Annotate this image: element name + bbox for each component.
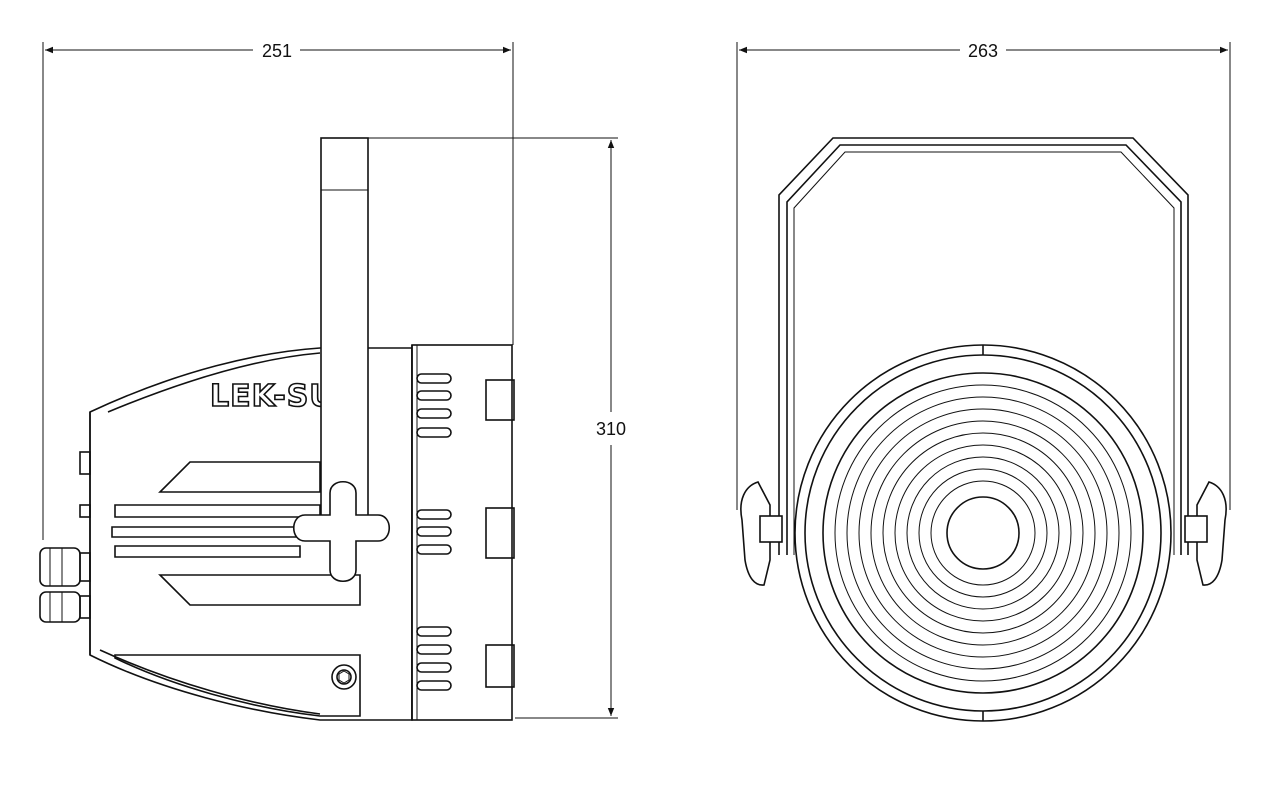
lens-housing xyxy=(794,344,1172,722)
height-label: 310 xyxy=(596,419,626,439)
front-width-label: 263 xyxy=(968,41,998,61)
dimension-side-width: 251 xyxy=(42,41,514,540)
fresnel-lens xyxy=(822,372,1144,694)
front-view xyxy=(740,137,1227,722)
ring-vent-slots xyxy=(416,373,452,691)
dimension-height: 310 xyxy=(368,137,626,719)
yoke-knob-side xyxy=(292,480,391,583)
yoke-arm-side xyxy=(320,137,369,539)
dimension-front-width: 263 xyxy=(736,41,1231,510)
brand-label: LEK-SU xyxy=(210,379,335,414)
rear-connectors xyxy=(39,451,91,623)
front-side-knobs xyxy=(740,481,1227,586)
side-view: LEK-SU xyxy=(39,137,515,721)
yoke-front xyxy=(778,137,1189,555)
side-width-label: 251 xyxy=(262,41,292,61)
